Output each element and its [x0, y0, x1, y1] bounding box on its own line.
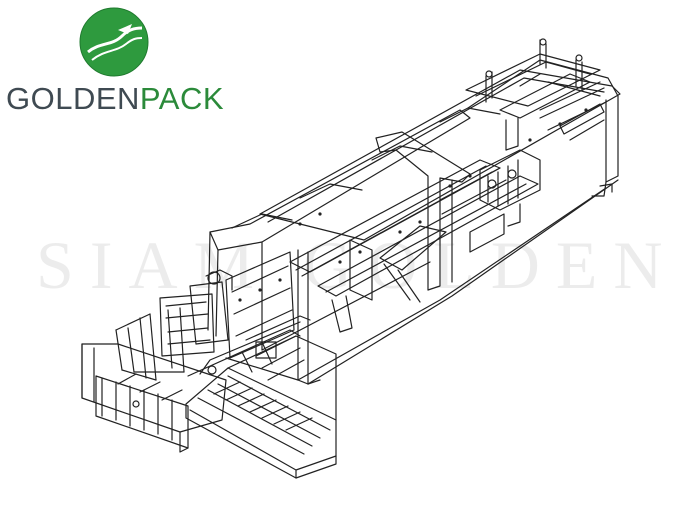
machine-base	[187, 321, 321, 385]
brand-name-golden: GOLDEN	[6, 81, 140, 116]
brand-name-pack: PACK	[139, 81, 225, 116]
inner-conveyor	[289, 81, 607, 333]
golden-pack-leaf-icon	[79, 7, 149, 77]
right-side-details	[469, 103, 613, 253]
outfeed-roller-table	[185, 315, 337, 479]
watermark: SIAM GOLDEN	[36, 227, 679, 303]
bolt-dots	[238, 108, 588, 302]
top-right-mechanism	[465, 38, 601, 151]
brand-name: GOLDENPACK	[6, 82, 224, 116]
brand-logo: GOLDENPACK	[4, 6, 226, 116]
box-magazine	[115, 251, 295, 381]
infeed-conveyor	[81, 343, 227, 453]
